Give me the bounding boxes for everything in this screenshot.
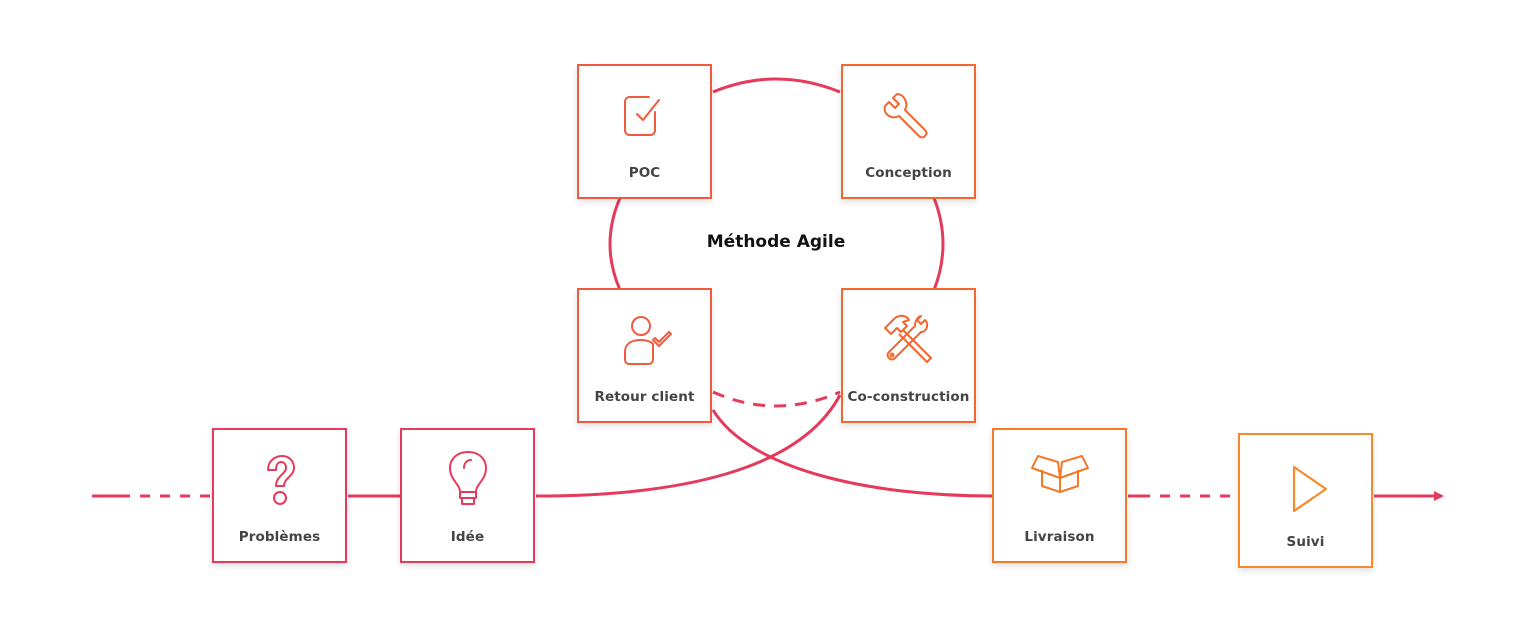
hammer-wrench-icon [843, 308, 974, 372]
card-suivi[interactable]: Suivi [1238, 433, 1373, 568]
loop-arc-right [932, 197, 945, 291]
card-label: Co-construction [847, 389, 970, 405]
connector-loop-livraison [711, 409, 993, 498]
question-mark-icon [214, 448, 345, 512]
card-livraison[interactable]: Livraison [992, 428, 1127, 563]
card-co-construction[interactable]: Co-construction [841, 288, 976, 423]
card-label: Problèmes [238, 529, 321, 545]
card-label: Conception [865, 165, 952, 181]
loop-arc-bottom-dashed [712, 390, 841, 408]
card-conception[interactable]: Conception [841, 64, 976, 199]
wrench-icon [843, 84, 974, 148]
card-label: Retour client [594, 389, 695, 405]
center-title: Méthode Agile [706, 232, 846, 252]
card-label: Livraison [1024, 529, 1095, 545]
user-check-icon [579, 308, 710, 372]
card-label: Suivi [1286, 534, 1325, 550]
connector-idee-loop [535, 394, 842, 498]
card-problemes[interactable]: Problèmes [212, 428, 347, 563]
card-label: Idée [450, 529, 485, 545]
card-label: POC [628, 165, 661, 181]
card-idee[interactable]: Idée [400, 428, 535, 563]
loop-arc-left [608, 197, 622, 291]
open-box-icon [994, 448, 1125, 512]
play-icon [1240, 457, 1371, 521]
lightbulb-icon [402, 448, 533, 512]
card-poc[interactable]: POC [577, 64, 712, 199]
checkbox-icon [579, 84, 710, 148]
loop-arc-top [712, 77, 841, 94]
card-retour-client[interactable]: Retour client [577, 288, 712, 423]
